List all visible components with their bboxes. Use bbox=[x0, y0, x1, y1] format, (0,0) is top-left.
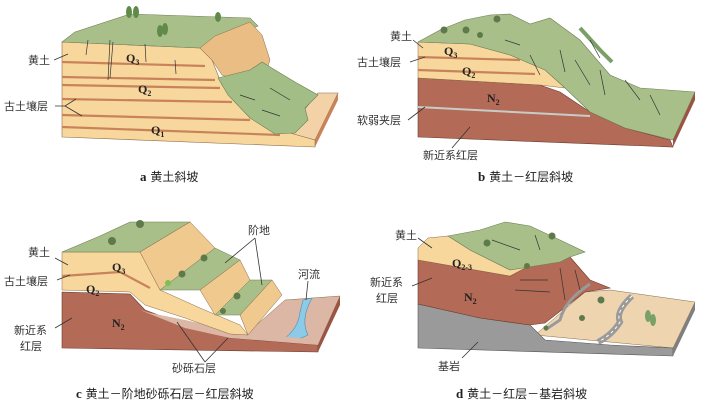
collapse-scarp bbox=[199, 21, 271, 81]
red-bed-side bbox=[673, 92, 695, 147]
label-loess: 黄土 bbox=[395, 228, 417, 242]
grassy-hill bbox=[416, 13, 696, 141]
caption-a: a 黄土斜坡 bbox=[140, 169, 198, 184]
unit-q1: Q1 bbox=[151, 123, 164, 139]
floor-slab-side bbox=[315, 93, 338, 147]
label-gravel: 砂砾石层 bbox=[172, 362, 216, 375]
shrub-icon bbox=[440, 15, 501, 38]
tree-icon bbox=[126, 6, 221, 37]
caption-b: b 黄土－红层斜坡 bbox=[478, 169, 573, 184]
weak-interlayer bbox=[417, 106, 591, 117]
unit-q2: Q2 bbox=[462, 64, 475, 80]
label-loess: 黄土 bbox=[28, 53, 50, 67]
label-neogene-red-1: 新近系 bbox=[370, 275, 403, 289]
grassy-top bbox=[447, 221, 586, 271]
label-loess: 黄土 bbox=[390, 29, 412, 43]
label-terrace: 阶地 bbox=[248, 223, 270, 237]
unit-q2: Q2 bbox=[138, 82, 151, 98]
unit-n2: N2 bbox=[487, 91, 500, 107]
label-weak-interlayer: 软弱夹层 bbox=[357, 113, 401, 127]
grassy-slope bbox=[217, 61, 319, 135]
grass-plateau bbox=[61, 221, 192, 253]
panel-c-terrace-slope: 黄土 古土壤层 新近系 红层 阶地 河流 砂砾石层 Q3 Q2 N2 c 黄土－… bbox=[4, 220, 341, 401]
side-face bbox=[673, 302, 695, 356]
side-face bbox=[318, 296, 340, 352]
unit-q2: Q2 bbox=[86, 282, 99, 298]
unit-n2: N2 bbox=[112, 316, 125, 332]
unit-q2-3: Q2-3 bbox=[452, 256, 472, 272]
label-bedrock: 基岩 bbox=[438, 359, 460, 373]
caption-c: c 黄土－阶地砂砾石层－红层斜坡 bbox=[76, 386, 254, 401]
label-neogene-red-2: 红层 bbox=[20, 340, 42, 353]
label-river: 河流 bbox=[298, 267, 320, 281]
unit-q3: Q3 bbox=[444, 44, 457, 60]
label-neogene-red: 新近系红层 bbox=[423, 148, 478, 162]
tree-icon bbox=[483, 232, 656, 331]
panel-a-loess-slope: 黄土 古土壤层 Q3 Q2 Q1 a 黄土斜坡 bbox=[4, 6, 339, 184]
terrace-scarp-2 bbox=[239, 279, 283, 336]
gravel-layer bbox=[140, 310, 318, 345]
label-paleosol: 古土壤层 bbox=[4, 99, 48, 113]
unit-q3: Q3 bbox=[112, 260, 125, 276]
unit-q3: Q3 bbox=[126, 51, 139, 67]
label-loess: 黄土 bbox=[28, 245, 50, 259]
label-paleosol: 古土壤层 bbox=[4, 274, 48, 288]
label-neogene-red-1: 新近系 bbox=[14, 323, 47, 337]
label-paleosol: 古土壤层 bbox=[357, 55, 401, 69]
caption-d: d 黄土－红层－基岩斜坡 bbox=[456, 386, 587, 401]
panel-b-loess-redbed-slope: 黄土 古土壤层 软弱夹层 新近系红层 Q3 Q2 N2 b 黄土－红层斜坡 bbox=[357, 13, 696, 184]
label-neogene-red-2: 红层 bbox=[376, 292, 398, 305]
unit-n2: N2 bbox=[464, 290, 477, 306]
valley-floor bbox=[534, 289, 696, 349]
tree-icon bbox=[108, 220, 241, 314]
panel-d-bedrock-slope: 黄土 新近系 红层 基岩 Q2-3 N2 d 黄土－红层－基岩斜坡 bbox=[370, 221, 696, 401]
